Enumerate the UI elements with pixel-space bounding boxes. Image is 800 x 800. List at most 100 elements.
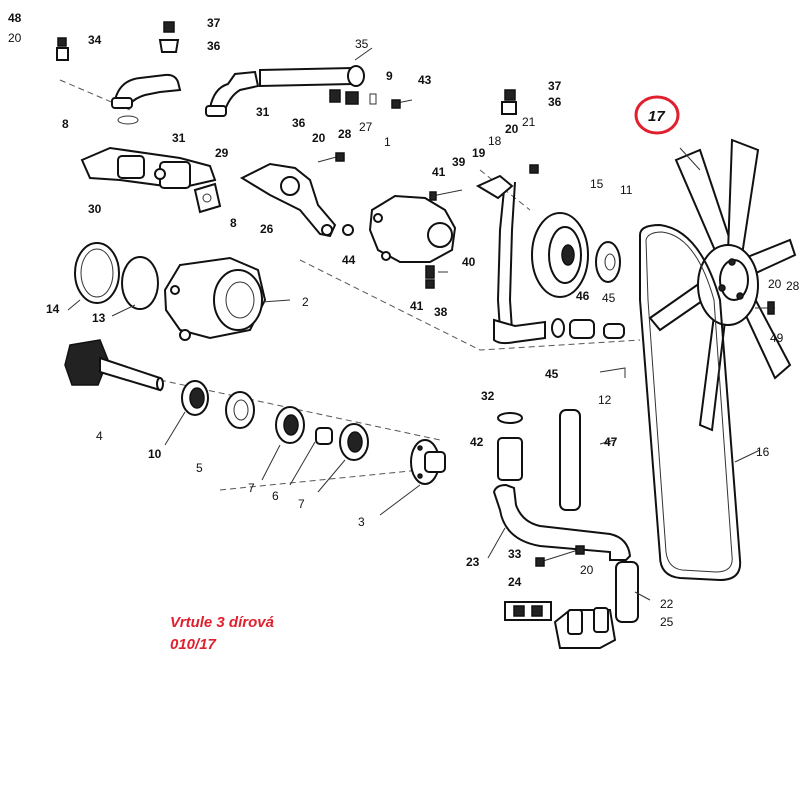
clamp-46-45[interactable] bbox=[551, 318, 625, 339]
label-22: 22 bbox=[660, 597, 674, 611]
o-ring-13[interactable] bbox=[121, 256, 159, 310]
label-20e: 20 bbox=[580, 563, 594, 577]
label-36c: 36 bbox=[548, 95, 562, 109]
label-26: 26 bbox=[260, 222, 274, 236]
label-48: 48 bbox=[8, 11, 22, 25]
part-labels: 48 20 34 37 36 35 9 43 8 31 31 36 20 28 … bbox=[8, 11, 800, 629]
label-18: 18 bbox=[488, 134, 502, 148]
label-47: 47 bbox=[604, 435, 618, 449]
label-37b: 37 bbox=[548, 79, 562, 93]
hose-22[interactable] bbox=[615, 561, 639, 623]
bolt-28[interactable] bbox=[317, 152, 345, 163]
seal-10[interactable] bbox=[181, 380, 209, 416]
label-46: 46 bbox=[576, 289, 590, 303]
label-11: 11 bbox=[620, 183, 633, 197]
label-29: 29 bbox=[215, 146, 229, 160]
impeller-shaft-4[interactable] bbox=[64, 339, 164, 392]
highlight-callout-17[interactable]: 17 bbox=[634, 95, 680, 135]
label-41: 41 bbox=[432, 165, 446, 179]
label-36b: 36 bbox=[292, 116, 306, 130]
water-pump-body[interactable] bbox=[368, 194, 457, 263]
gasket-8[interactable] bbox=[193, 182, 222, 214]
label-16: 16 bbox=[756, 445, 770, 459]
label-25: 25 bbox=[660, 615, 674, 629]
label-31b: 31 bbox=[172, 131, 186, 145]
label-37: 37 bbox=[207, 16, 221, 30]
label-44: 44 bbox=[342, 253, 356, 267]
label-9: 9 bbox=[386, 69, 393, 83]
label-30: 30 bbox=[88, 202, 102, 216]
caption-code: 010/17 bbox=[170, 636, 216, 653]
fitting-21[interactable] bbox=[501, 89, 539, 174]
hose-42[interactable] bbox=[497, 412, 523, 481]
pulley-15[interactable] bbox=[531, 212, 589, 298]
label-20c: 20 bbox=[505, 122, 519, 136]
label-10: 10 bbox=[148, 447, 162, 461]
label-36: 36 bbox=[207, 39, 221, 53]
hub-11[interactable] bbox=[595, 241, 621, 283]
manifold-29[interactable] bbox=[80, 146, 217, 190]
label-20: 20 bbox=[8, 31, 22, 45]
label-7b: 7 bbox=[298, 497, 305, 511]
label-49: 49 bbox=[770, 331, 784, 345]
label-8b: 8 bbox=[230, 216, 237, 230]
bearing-7a[interactable] bbox=[275, 406, 305, 444]
bolt-34[interactable] bbox=[56, 37, 69, 61]
outlet-25[interactable] bbox=[553, 607, 617, 649]
label-43: 43 bbox=[418, 73, 432, 87]
label-7: 7 bbox=[248, 481, 255, 495]
label-5: 5 bbox=[196, 461, 203, 475]
spacer-6[interactable] bbox=[315, 427, 333, 445]
label-19: 19 bbox=[472, 146, 486, 160]
label-13: 13 bbox=[92, 311, 106, 325]
label-21: 21 bbox=[522, 115, 536, 129]
label-31: 31 bbox=[256, 105, 270, 119]
bolt-37[interactable] bbox=[158, 21, 180, 53]
label-33: 33 bbox=[508, 547, 522, 561]
label-14: 14 bbox=[46, 302, 60, 316]
washer-5[interactable] bbox=[225, 391, 255, 429]
bolt-33[interactable] bbox=[535, 545, 585, 567]
label-20d: 20 bbox=[768, 277, 782, 291]
label-6: 6 bbox=[272, 489, 279, 503]
label-34: 34 bbox=[88, 33, 102, 47]
bolt-39-41[interactable] bbox=[425, 189, 463, 289]
highlight-label: 17 bbox=[648, 108, 665, 125]
label-28b: 28 bbox=[786, 279, 800, 293]
thermostat-housing-26[interactable] bbox=[239, 162, 337, 238]
label-8: 8 bbox=[62, 117, 69, 131]
pump-housing-2[interactable] bbox=[163, 256, 267, 341]
flange-3[interactable] bbox=[410, 439, 446, 485]
label-1: 1 bbox=[384, 135, 391, 149]
water-pipe-18[interactable] bbox=[475, 174, 546, 345]
bearing-7b[interactable] bbox=[339, 423, 369, 461]
fitting-9-43[interactable] bbox=[329, 89, 413, 109]
v-belt-16[interactable] bbox=[639, 223, 742, 582]
seal-ring-14[interactable] bbox=[74, 242, 120, 304]
label-15: 15 bbox=[590, 177, 604, 191]
caption-title: Vrtule 3 dírová bbox=[170, 614, 274, 631]
label-23: 23 bbox=[466, 555, 480, 569]
label-32: 32 bbox=[481, 389, 495, 403]
bolt-49[interactable] bbox=[755, 301, 775, 315]
hose-47[interactable] bbox=[559, 409, 581, 511]
label-3: 3 bbox=[358, 515, 365, 529]
label-40: 40 bbox=[462, 255, 476, 269]
label-4: 4 bbox=[96, 429, 103, 443]
leader-lines bbox=[67, 47, 761, 601]
pin-12[interactable] bbox=[599, 367, 626, 378]
pipe-23[interactable] bbox=[492, 483, 632, 561]
label-12: 12 bbox=[598, 393, 612, 407]
coolant-pipe-upper[interactable] bbox=[111, 65, 365, 117]
label-20b: 20 bbox=[312, 131, 326, 145]
plug-44[interactable] bbox=[342, 224, 354, 236]
caption: Vrtule 3 dírová 010/17 bbox=[170, 612, 274, 656]
washer-8[interactable] bbox=[117, 115, 139, 125]
gasket-24[interactable] bbox=[504, 601, 552, 621]
label-24: 24 bbox=[508, 575, 522, 589]
label-41b: 41 bbox=[410, 299, 424, 313]
label-27: 27 bbox=[359, 120, 373, 134]
label-35: 35 bbox=[355, 37, 369, 51]
